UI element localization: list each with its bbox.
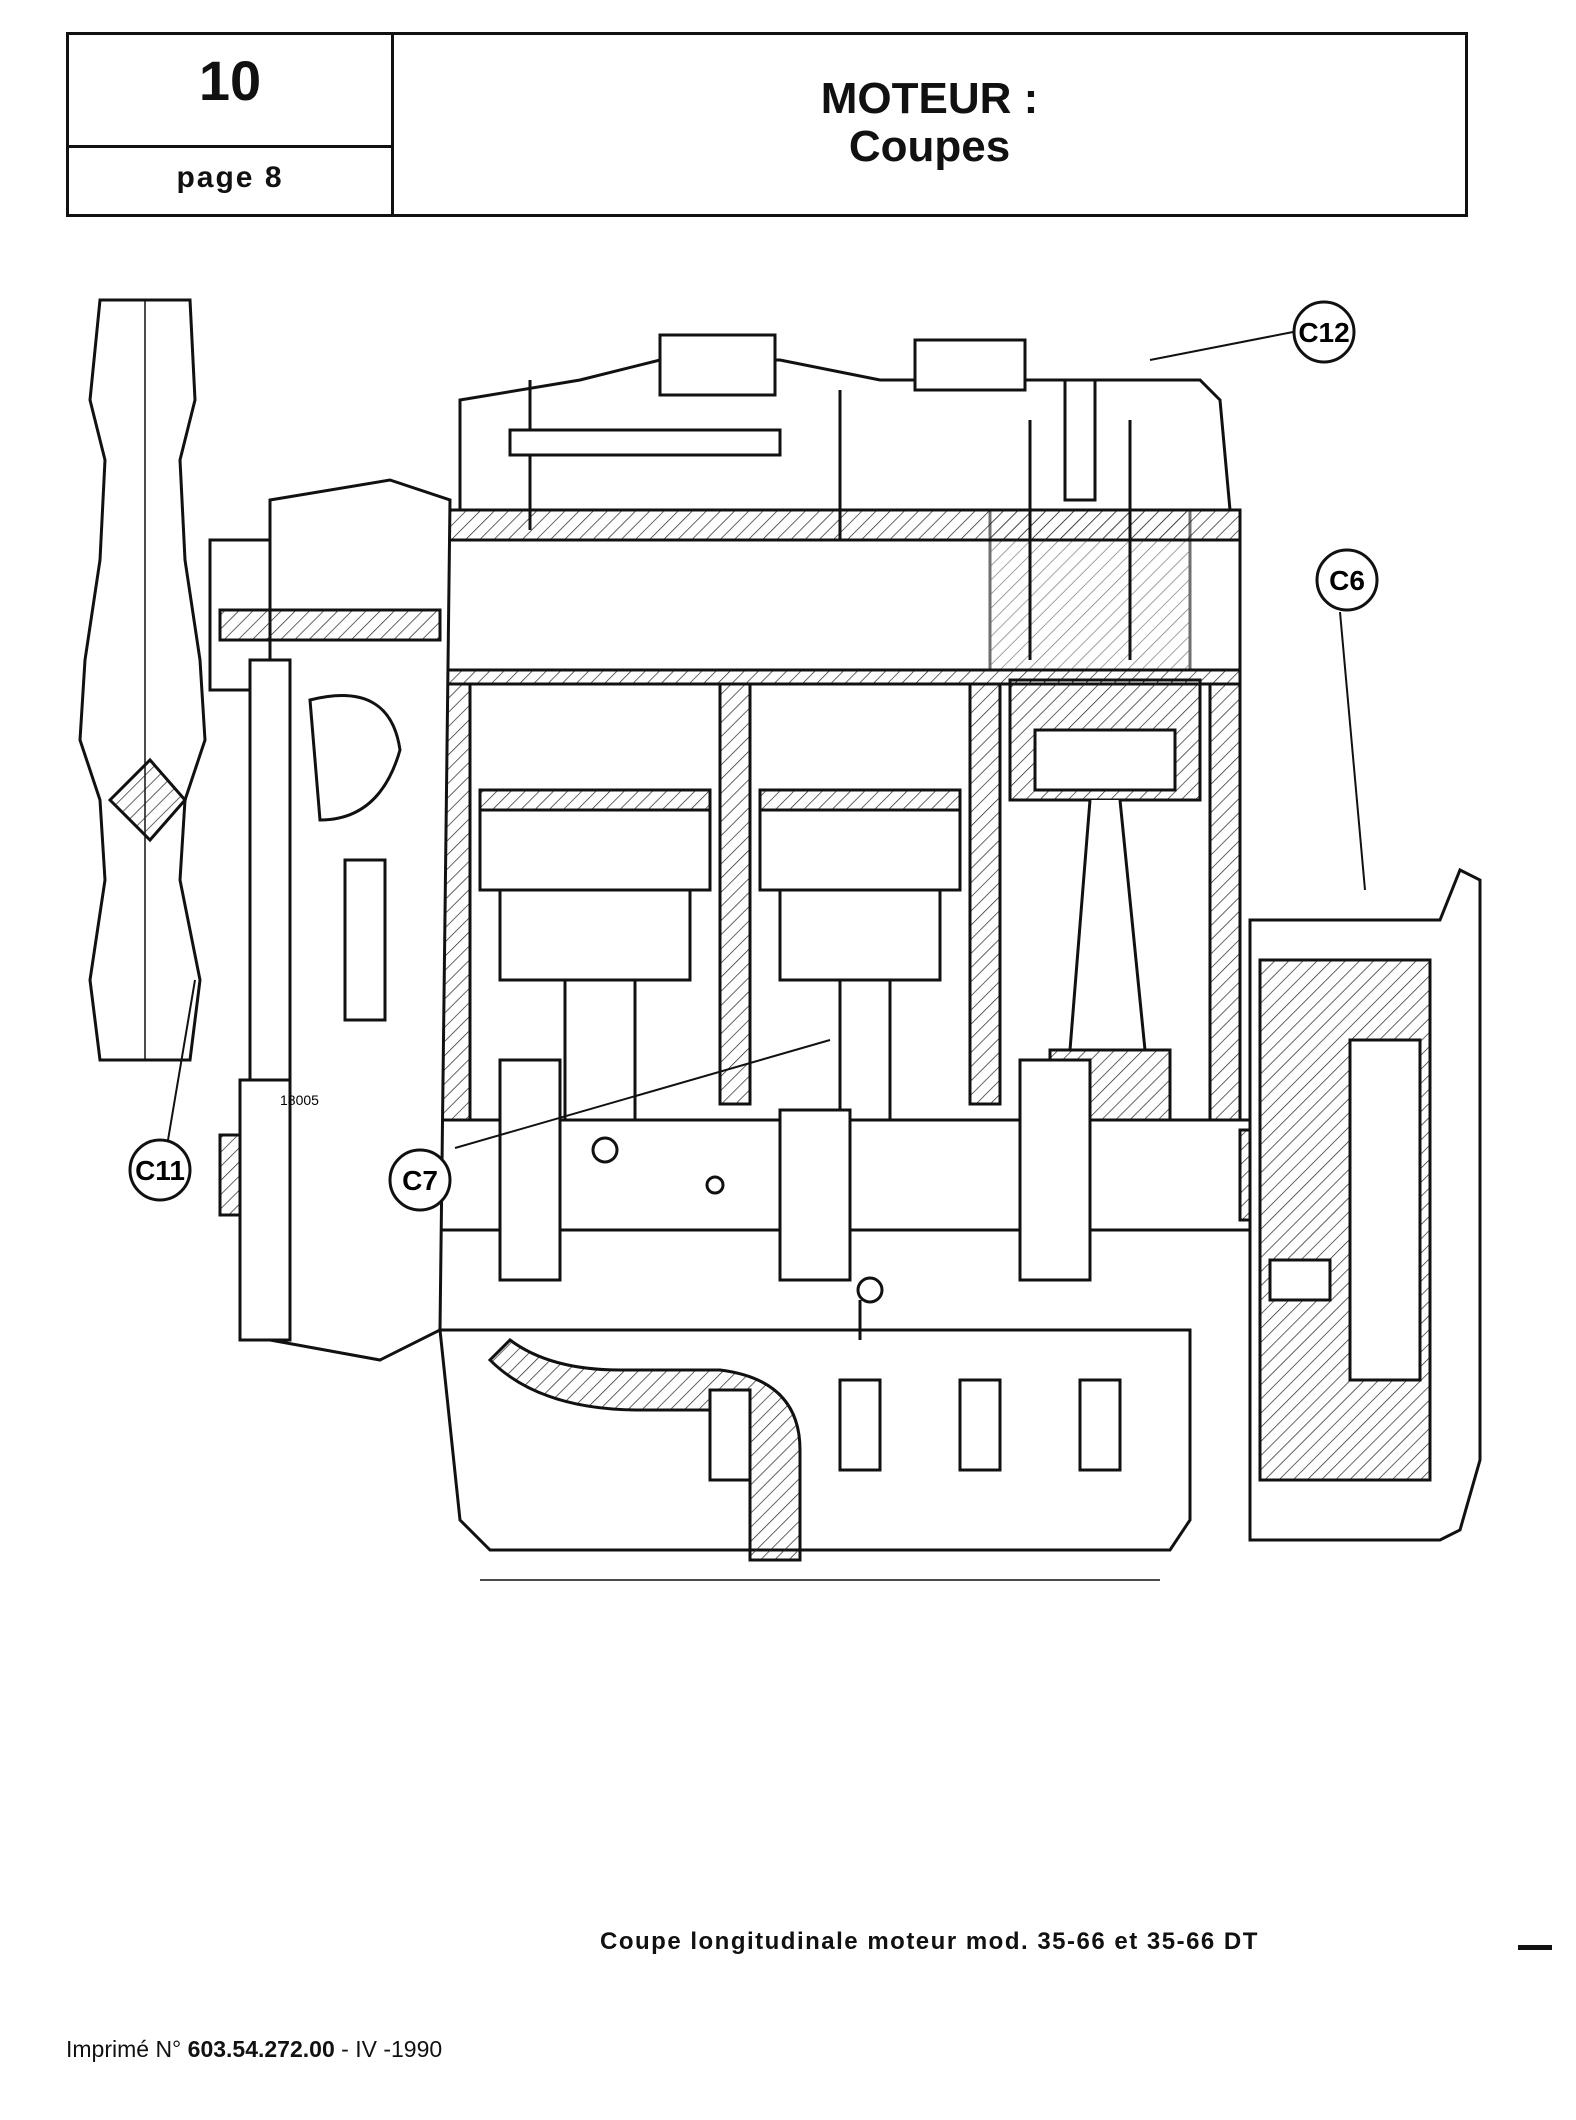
fan-blade — [78, 298, 207, 1062]
figure-ref-number: 18005 — [280, 1092, 319, 1108]
figure-caption: Coupe longitudinale moteur mod. 35-66 et… — [600, 1928, 1259, 1955]
header-divider — [69, 145, 391, 148]
chapter-box: 10 page 8 — [69, 35, 394, 214]
edition-date: IV -1990 — [355, 2036, 443, 2062]
page-subtitle: Coupes — [848, 122, 1011, 171]
page-title: MOTEUR : — [820, 74, 1039, 123]
footer: Imprimé N° 603.54.272.00 - IV -1990 — [66, 2036, 442, 2063]
page-header: 10 page 8 MOTEUR : Coupes — [66, 32, 1468, 217]
margin-dash — [1518, 1945, 1552, 1950]
svg-text:C6: C6 — [1329, 565, 1365, 596]
page-label: page 8 — [176, 161, 284, 194]
print-number: 603.54.272.00 — [187, 2036, 335, 2062]
svg-text:C7: C7 — [402, 1165, 438, 1196]
callout-c11: C11 — [128, 1138, 192, 1202]
title-box: MOTEUR : Coupes — [394, 35, 1465, 214]
footer-prefix: Imprimé N° — [66, 2036, 182, 2062]
engine-drawing: C12 C6 C11 C7 18005 — [78, 298, 1482, 1581]
svg-text:C11: C11 — [135, 1155, 185, 1186]
engine-cross-section-figure: C12 C6 C11 C7 18005 — [60, 280, 1520, 1820]
svg-text:C12: C12 — [1298, 317, 1349, 348]
callout-c7: C7 — [388, 1148, 452, 1212]
chapter-number: 10 — [198, 49, 262, 112]
callout-c12: C12 — [1292, 300, 1356, 364]
callout-c6: C6 — [1315, 548, 1379, 612]
footer-separator: - — [341, 2036, 349, 2062]
